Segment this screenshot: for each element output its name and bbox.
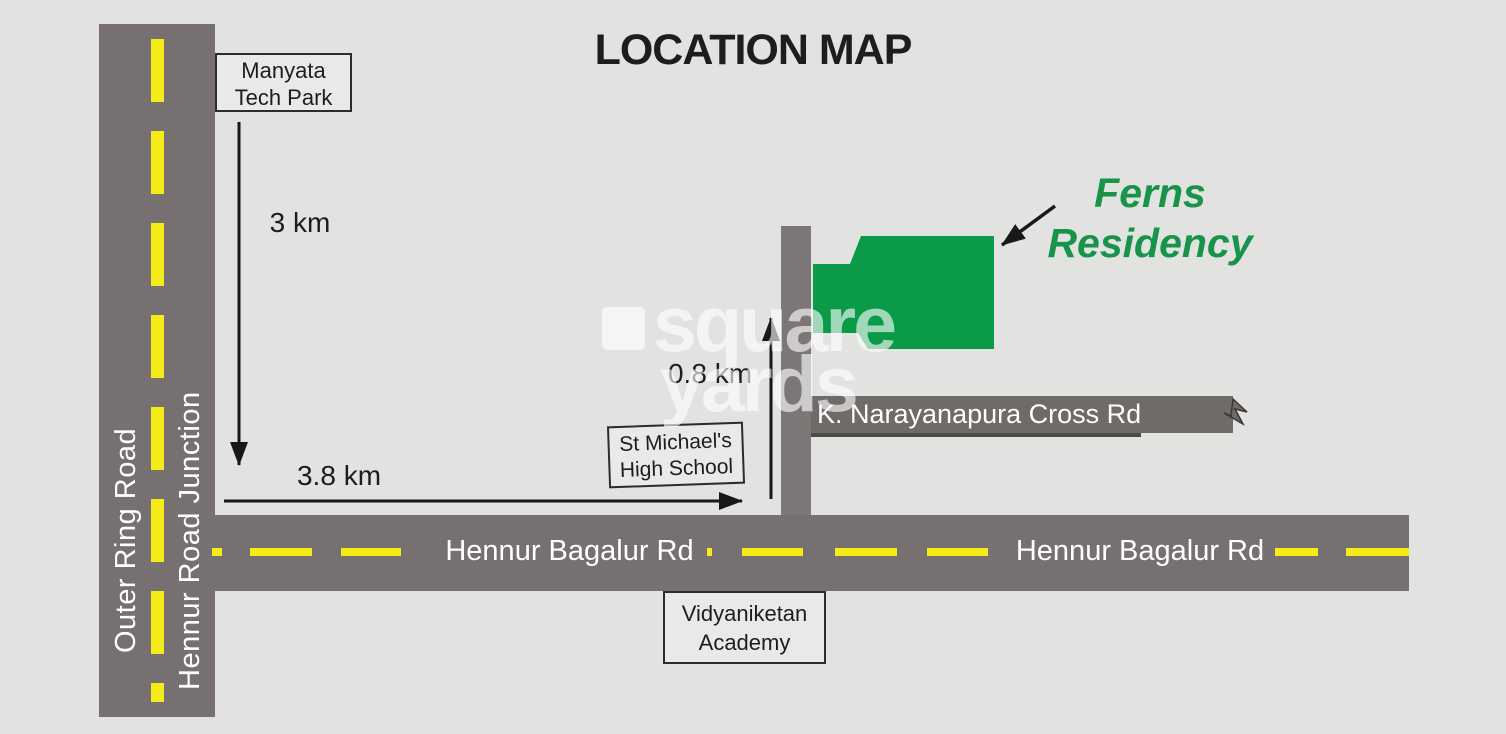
watermark-word-square: square (653, 279, 897, 368)
narayanapura-vertical-road (781, 226, 811, 515)
hennur-bagalur-label-west: Hennur Bagalur Rd (432, 532, 707, 570)
page-title: LOCATION MAP (594, 26, 913, 74)
narayanapura-cross-rd-banner: K. Narayanapura Cross Rd (811, 396, 1233, 433)
lane-dash (835, 548, 897, 556)
ferns-residency-label: Ferns Residency (1015, 168, 1285, 268)
banner-shadow-edge (811, 433, 1141, 437)
ferns-line1: Ferns (1094, 170, 1206, 216)
distance-label-3km: 3 km (269, 207, 331, 238)
outer-ring-road-label: Outer Ring Road (110, 427, 142, 654)
distance-label-3-8km: 3.8 km (296, 460, 382, 491)
lane-dash (1346, 548, 1409, 556)
outer-ring-road (99, 24, 215, 717)
manyata-line2: Tech Park (234, 85, 333, 110)
watermark-square-icon (602, 307, 645, 350)
lane-dash (706, 548, 712, 556)
ferns-residency-building (813, 236, 994, 349)
vidyaniketan-line1: Vidyaniketan (681, 601, 808, 626)
manyata-line1: Manyata (241, 58, 326, 83)
outer-ring-lane-dashes (151, 39, 164, 702)
lane-dash (927, 548, 988, 556)
lane-dash (1269, 548, 1318, 556)
st-michaels-high-school-box: St Michael's High School (606, 421, 746, 489)
ferns-line2: Residency (1047, 220, 1253, 266)
vidyaniketan-academy-box: Vidyaniketan Academy (663, 591, 826, 664)
lane-dash (742, 548, 803, 556)
manyata-tech-park-box: Manyata Tech Park (215, 53, 352, 112)
hennur-road-junction-label: Hennur Road Junction (174, 391, 206, 690)
lane-dash (212, 548, 222, 556)
distance-label-0-8km: 0.8 km (667, 358, 753, 389)
lane-dash (341, 548, 401, 556)
lane-dash (250, 548, 312, 556)
st-michaels-line2: High School (619, 455, 734, 482)
hennur-bagalur-label-east: Hennur Bagalur Rd (1005, 532, 1275, 570)
vidyaniketan-line2: Academy (698, 630, 791, 655)
